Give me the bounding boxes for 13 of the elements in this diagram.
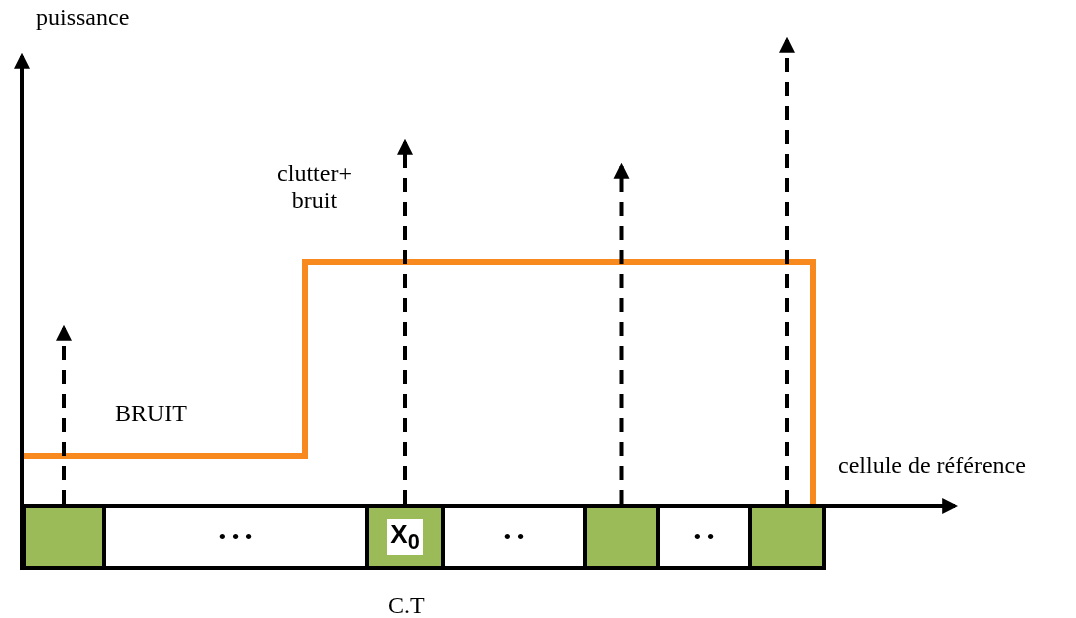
cell-text: • • bbox=[693, 524, 715, 550]
axis-label: puissance bbox=[36, 4, 130, 31]
arrow bbox=[56, 324, 72, 504]
annotation: BRUIT bbox=[115, 400, 187, 427]
axis-label: cellule de référence bbox=[838, 452, 1026, 479]
cell-text: X$_{0}$ bbox=[387, 518, 423, 556]
annotation: C.T bbox=[388, 592, 425, 618]
arrow bbox=[397, 138, 413, 504]
arrow bbox=[779, 36, 795, 504]
cell-text: • • • bbox=[218, 524, 253, 550]
arrow bbox=[613, 162, 630, 504]
annotation: clutter+ bruit bbox=[276, 160, 353, 214]
cell-text: • • bbox=[503, 524, 525, 550]
